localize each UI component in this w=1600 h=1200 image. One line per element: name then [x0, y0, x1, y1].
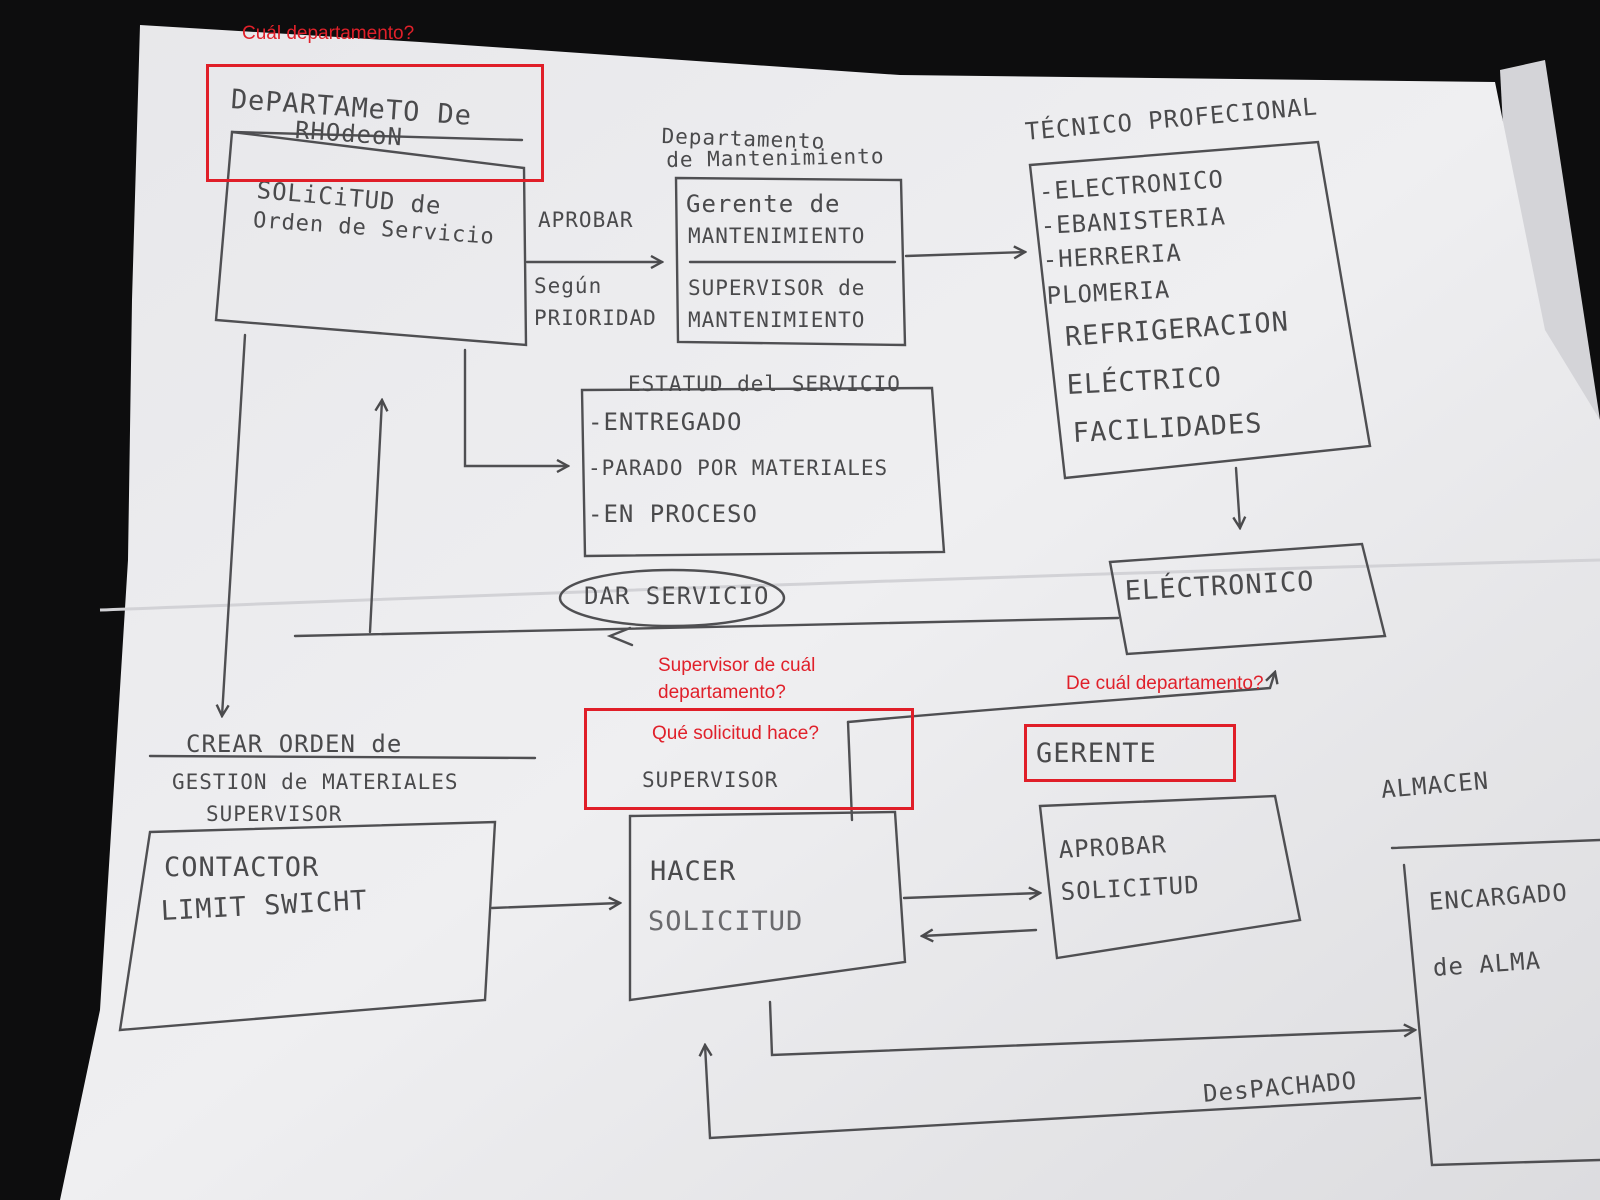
estatus-box [580, 386, 946, 558]
gerente-mant-line2: MANTENIMIENTO [688, 224, 866, 248]
estatus-item-3: -EN PROCESO [588, 500, 758, 528]
electronico-box [1108, 542, 1387, 656]
annotation-box-gerente [1024, 724, 1236, 782]
edge-contactor-to-hacer [490, 903, 620, 908]
aprobar-solicitud-line1: APROBAR [1058, 830, 1168, 864]
edge-hacer-to-aprobar [902, 893, 1040, 898]
annotation-cual-departamento: Cuál departamento? [242, 23, 415, 44]
annotation-box-departamento [206, 64, 544, 182]
dar-servicio-label: DAR SERVICIO [584, 582, 770, 610]
hacer-solicitud-line2: SOLICITUD [648, 906, 804, 937]
supervisor-mant-line1: SUPERVISOR de [688, 276, 866, 300]
crear-orden-line1: CREAR ORDEN de [186, 730, 403, 758]
depto-mant-header-2: de Mantenimiento [666, 144, 885, 172]
dar-servicio-ellipse [558, 568, 786, 628]
edge-mantenimiento-to-tecnico [904, 252, 1025, 256]
edge-solicitud-to-estatus [463, 348, 568, 466]
edge-return-arrowhead [606, 626, 634, 647]
contactor-box [118, 820, 497, 1032]
supervisor-mant-line2: MANTENIMIENTO [688, 308, 866, 332]
paper-fold-line [99, 558, 1600, 612]
annotation-que-solicitud: Qué solicitud hace? [652, 723, 819, 744]
supervisor-label: SUPERVISOR [642, 768, 779, 792]
hacer-solicitud-line1: HACER [650, 856, 737, 887]
tecnico-box [1028, 140, 1372, 480]
edge-aprobar-to-hacer [922, 930, 1038, 936]
crear-orden-underline [148, 754, 537, 760]
solicitud-box [214, 130, 528, 347]
edge-up-to-solicitud [368, 400, 382, 634]
aprobar-solicitud-box [1038, 794, 1302, 960]
gerente-label: GERENTE [1036, 738, 1157, 769]
annotation-box-supervisor [584, 708, 914, 810]
crear-orden-line2: GESTION de MATERIALES [172, 770, 459, 794]
hacer-solicitud-box [628, 810, 907, 1002]
edge-hacer-to-almacen [768, 1000, 1415, 1057]
gerente-mant-line1: Gerente de [686, 190, 841, 218]
crear-orden-line3: SUPERVISOR [206, 802, 343, 826]
edge-electronico-return [293, 616, 1120, 638]
edge-label-segun-2: PRIORIDAD [534, 306, 657, 330]
supervisor-bracket [846, 720, 854, 822]
annotation-supervisor-cual-departamento: Supervisor de cuál departamento? [658, 655, 816, 703]
contactor-line1: CONTACTOR [164, 852, 320, 883]
depto-header-underline [230, 130, 524, 142]
edge-label-segun-1: Según [534, 274, 603, 298]
estatus-header: ESTATUD del SERVICIO [628, 372, 901, 396]
edge-despachado-return [705, 1045, 1422, 1140]
edge-solicitud-down-to-crear [222, 333, 247, 716]
paper-front-sheet [60, 25, 1600, 1200]
estatus-item-1: -ENTREGADO [588, 408, 743, 436]
annotation-de-cual-departamento: De cuál departamento? [1066, 673, 1264, 694]
edge-tecnico-to-electronico [1236, 466, 1240, 528]
mantenimiento-box [674, 176, 907, 347]
estatus-item-2: -PARADO POR MATERIALES [588, 456, 889, 480]
almacen-box [1390, 838, 1600, 1167]
edge-label-aprobar: APROBAR [538, 208, 634, 232]
